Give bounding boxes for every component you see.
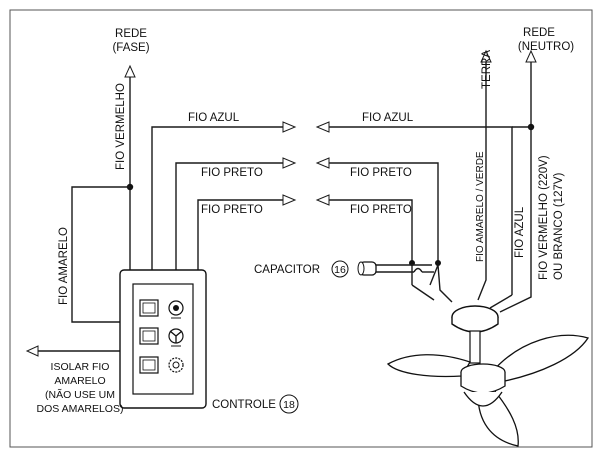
fio-amarelo-left-label: FIO AMARELO (58, 227, 70, 305)
capacitor-junction-2 (435, 260, 441, 266)
fio-azul-vertical-label: FIO AZUL (514, 206, 526, 258)
terra-wire (477, 49, 492, 301)
controle-box (119, 269, 207, 409)
controle-label: CONTROLE (212, 399, 276, 411)
rede-neutro-label-1: REDE (523, 27, 555, 39)
frame-border (9, 9, 593, 448)
fan-blade-1 (491, 334, 590, 383)
fio-preto-2-left-label: FIO PRETO (201, 204, 263, 216)
speed-dial-icon (168, 357, 184, 373)
fio-preto-2-left-wire (197, 194, 297, 284)
terra-label: TERRA (481, 50, 493, 89)
capacitor-number: 16 (334, 264, 346, 276)
rede-neutro-wire (499, 49, 537, 313)
fan-icon (168, 328, 184, 347)
capacitor (357, 261, 453, 303)
fio-preto-1-right-label: FIO PRETO (350, 167, 412, 179)
capacitor-label: CAPACITOR (254, 264, 320, 276)
lamp-icon (168, 300, 184, 319)
fio-vermelho-left-label: FIO VERMELHO (115, 83, 127, 170)
ou-branco-127-label: OU BRANCO (127V) (553, 172, 565, 280)
fio-amarelo-wire (71, 186, 130, 323)
isolar-label-4: DOS AMARELOS) (37, 403, 124, 415)
isolar-arrow (25, 345, 120, 357)
fio-preto-1-right-wire (315, 157, 439, 286)
fio-preto-1-left-label: FIO PRETO (201, 167, 263, 179)
ceiling-fan (386, 305, 590, 447)
rede-neutro-label-2: (NEUTRO) (518, 41, 574, 53)
fio-amarelo-verde-label: FIO AMARELO / VERDE (475, 151, 486, 262)
controle-number: 18 (283, 399, 295, 411)
rede-fase-label-1: REDE (115, 28, 147, 40)
isolar-label-1: ISOLAR FIO (51, 361, 110, 373)
fio-azul-left-wire (151, 121, 297, 284)
capacitor-number-circle (331, 260, 349, 278)
fio-preto-2-right-label: FIO PRETO (350, 204, 412, 216)
isolar-label-3: (NÃO USE UM (45, 388, 115, 401)
fio-preto-1-left-wire (175, 157, 297, 284)
fio-azul-left-label: FIO AZUL (188, 112, 240, 124)
fio-vermelho-branco-wire (489, 294, 513, 309)
isolar-label-2: AMARELO (54, 375, 105, 387)
fan-blade-2 (386, 354, 471, 378)
fio-azul-right-label: FIO AZUL (362, 112, 414, 124)
rede-fase-label-2: (FASE) (112, 42, 149, 54)
fio-vermelho-220-label: FIO VERMELHO (220V) (538, 155, 550, 280)
controle-number-circle (279, 394, 299, 414)
